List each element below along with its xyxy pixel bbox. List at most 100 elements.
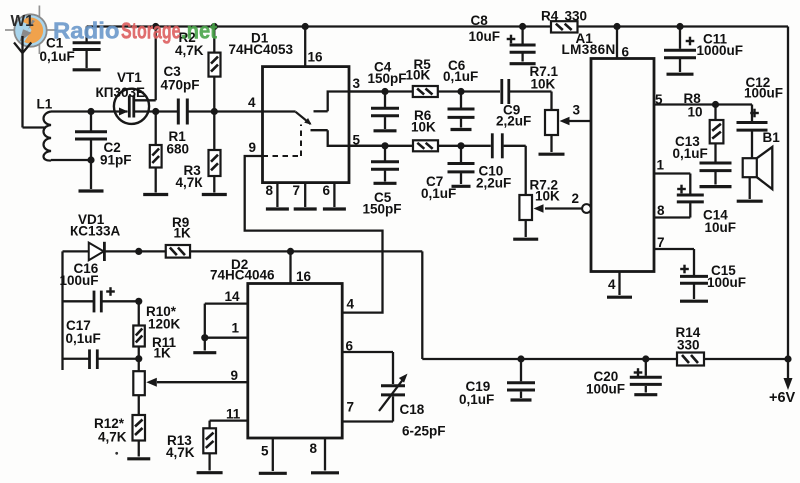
svg-text:C7: C7 [426, 174, 443, 189]
svg-text:C11: C11 [703, 32, 728, 47]
svg-text:0,1uF: 0,1uF [40, 49, 75, 64]
svg-text:100uF: 100uF [744, 86, 783, 101]
svg-text:120K: 120K [148, 317, 181, 332]
svg-text:C6: C6 [448, 58, 466, 73]
svg-text:R12*: R12* [94, 416, 125, 431]
svg-text:5: 5 [655, 92, 663, 107]
svg-text:10K: 10K [535, 189, 560, 204]
svg-text:100uF: 100uF [60, 273, 99, 288]
svg-text:91pF: 91pF [100, 153, 132, 168]
svg-text:6-25pF: 6-25pF [402, 424, 446, 439]
svg-text:7: 7 [657, 235, 665, 250]
svg-text:D2: D2 [231, 257, 248, 272]
svg-text:B1: B1 [763, 130, 781, 145]
svg-text:3: 3 [353, 76, 361, 91]
svg-text:100uF: 100uF [707, 275, 746, 290]
svg-text:10K: 10K [406, 68, 431, 83]
svg-text:R8: R8 [684, 91, 702, 106]
svg-text:R1: R1 [169, 129, 187, 144]
svg-text:+6V: +6V [769, 390, 796, 406]
svg-text:R7.1: R7.1 [530, 64, 559, 79]
svg-text:L1: L1 [37, 97, 53, 112]
svg-text:R10*: R10* [146, 304, 177, 319]
svg-text:1: 1 [657, 158, 665, 173]
svg-text:R13: R13 [167, 433, 192, 448]
svg-text:R5: R5 [414, 57, 432, 72]
svg-text:0,1uF: 0,1uF [421, 186, 456, 201]
svg-text:74HC4053: 74HC4053 [229, 42, 294, 57]
svg-text:5: 5 [353, 133, 361, 148]
svg-text:C20: C20 [594, 369, 619, 384]
svg-text:8: 8 [266, 183, 274, 198]
svg-text:0,1uF: 0,1uF [459, 392, 494, 407]
svg-text:.net: .net [181, 18, 217, 44]
svg-text:9: 9 [249, 140, 257, 155]
svg-text:КП303Е: КП303Е [96, 85, 145, 100]
svg-text:4,7K: 4,7K [175, 43, 204, 58]
svg-text:6: 6 [323, 183, 331, 198]
svg-text:4,7К: 4,7К [176, 175, 204, 190]
svg-text:C19: C19 [466, 379, 491, 394]
svg-text:5: 5 [261, 444, 269, 459]
svg-text:0,1uF: 0,1uF [443, 69, 478, 84]
svg-text:C9: C9 [503, 103, 520, 118]
svg-text:16: 16 [308, 50, 324, 65]
svg-text:D1: D1 [251, 30, 269, 45]
svg-text:2,2uF: 2,2uF [496, 114, 531, 129]
svg-text:2: 2 [572, 191, 580, 206]
svg-text:C10: C10 [479, 164, 504, 179]
svg-text:2,2uF: 2,2uF [476, 176, 511, 191]
svg-text:C13: C13 [675, 134, 700, 149]
svg-text:C14: C14 [703, 208, 728, 223]
svg-text:C16: C16 [74, 261, 99, 276]
svg-text:10K: 10K [411, 120, 436, 135]
svg-text:C17: C17 [66, 318, 91, 333]
svg-text:R2: R2 [179, 30, 196, 45]
svg-text:C2: C2 [104, 140, 121, 155]
svg-text:16: 16 [296, 269, 312, 284]
svg-text:VD1: VD1 [78, 212, 105, 227]
svg-text:150pF: 150pF [368, 71, 407, 86]
svg-text:3: 3 [573, 103, 581, 118]
svg-text:150pF: 150pF [363, 202, 402, 217]
svg-text:8: 8 [310, 441, 318, 456]
svg-text:R4: R4 [541, 9, 559, 24]
svg-text:11: 11 [226, 407, 241, 422]
svg-text:10: 10 [688, 105, 703, 120]
svg-text:R3: R3 [184, 163, 202, 178]
svg-text:C4: C4 [374, 60, 392, 75]
svg-text:74HC4046: 74HC4046 [210, 268, 275, 283]
svg-text:1K: 1K [154, 346, 172, 361]
svg-text:R11: R11 [152, 335, 177, 350]
svg-text:4: 4 [248, 95, 256, 110]
svg-text:1000uF: 1000uF [697, 43, 744, 58]
svg-text:КC133A: КC133A [70, 224, 121, 239]
svg-text:4,7K: 4,7K [98, 430, 127, 445]
svg-text:W1: W1 [11, 13, 35, 30]
svg-text:10K: 10K [531, 77, 556, 92]
svg-text:R6: R6 [414, 108, 432, 123]
svg-text:7: 7 [347, 400, 355, 415]
svg-text:14: 14 [225, 289, 241, 304]
svg-text:R14: R14 [676, 325, 701, 340]
svg-text:10uF: 10uF [469, 29, 501, 44]
svg-text:C12: C12 [746, 75, 771, 90]
svg-text:0,1uF: 0,1uF [66, 331, 101, 346]
svg-text:9: 9 [231, 368, 239, 383]
svg-text:330: 330 [565, 9, 588, 24]
svg-text:R9: R9 [172, 215, 189, 230]
svg-text:10uF: 10uF [705, 220, 737, 235]
svg-text:100uF: 100uF [586, 382, 625, 397]
svg-text:C15: C15 [711, 263, 736, 278]
svg-text:Radio: Radio [53, 18, 120, 44]
svg-text:Storage: Storage [121, 18, 181, 44]
svg-text:1K: 1K [174, 226, 192, 241]
svg-text:C18: C18 [400, 402, 425, 417]
svg-text:8: 8 [657, 203, 665, 218]
svg-text:1: 1 [232, 321, 240, 336]
svg-text:C8: C8 [471, 13, 489, 28]
svg-text:A1: A1 [576, 31, 594, 46]
svg-text:R7.2: R7.2 [530, 178, 559, 193]
svg-text:4: 4 [347, 297, 355, 312]
svg-text:LM386N: LM386N [562, 42, 616, 57]
